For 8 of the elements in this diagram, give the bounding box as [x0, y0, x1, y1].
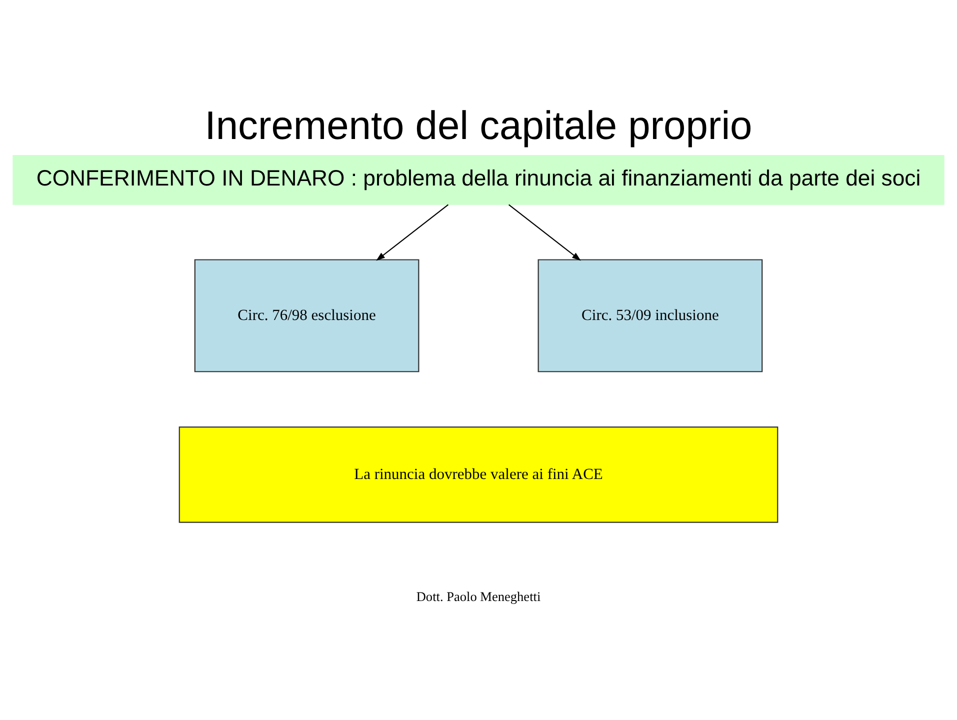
node-box: CONFERIMENTO IN DENARO : problema della rinuncia ai finanziamenti da parte dei soci	[12, 155, 944, 205]
diagram-title: Incremento del capitale proprio	[204, 104, 752, 148]
node-box: La rinuncia dovrebbe valere ai fini ACE	[178, 426, 778, 523]
arrow	[376, 204, 449, 261]
arrow	[508, 204, 581, 261]
node-box: Circ. 53/09 inclusione	[538, 259, 763, 372]
label: Dott. Paolo Meneghetti	[416, 589, 541, 604]
node-box: Circ. 76/98 esclusione	[194, 259, 420, 372]
